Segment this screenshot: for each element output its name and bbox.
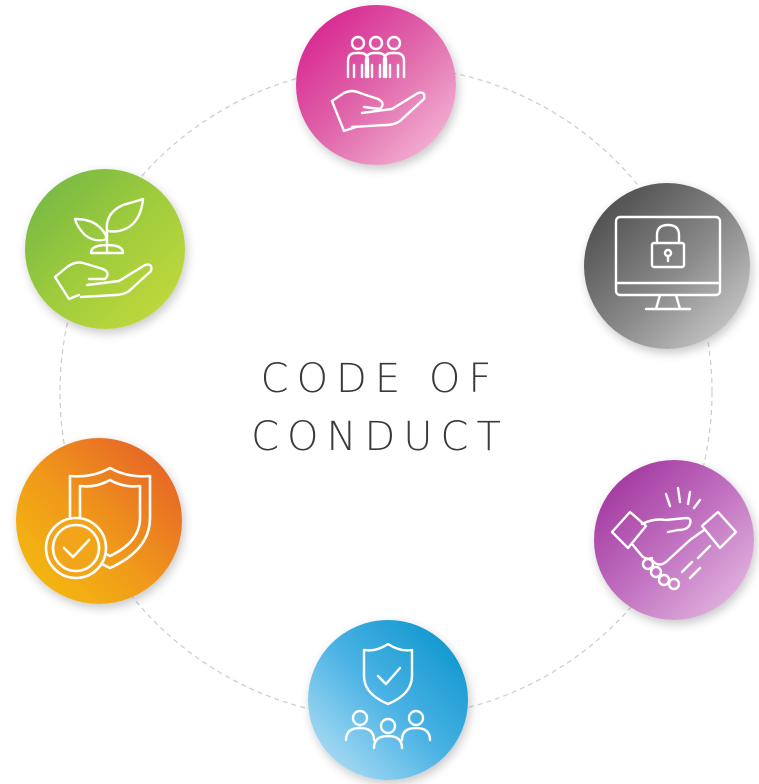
shield-check-icon bbox=[44, 466, 152, 580]
title-line-1: CODE OF bbox=[260, 356, 500, 402]
title-line-2: CONDUCT bbox=[251, 414, 509, 460]
plant-in-hand-icon bbox=[53, 197, 153, 301]
lock-monitor-icon bbox=[614, 215, 722, 311]
page-title: CODE OF CONDUCT bbox=[200, 350, 560, 466]
node-data-security bbox=[584, 183, 750, 349]
shield-people-icon bbox=[344, 642, 432, 750]
node-employee-protection bbox=[308, 620, 468, 780]
node-community bbox=[296, 5, 456, 165]
node-compliance bbox=[16, 438, 182, 604]
node-environment bbox=[25, 169, 185, 329]
node-fair-business bbox=[594, 460, 754, 620]
handshake-icon bbox=[610, 486, 738, 591]
people-in-hand-icon bbox=[330, 35, 426, 133]
